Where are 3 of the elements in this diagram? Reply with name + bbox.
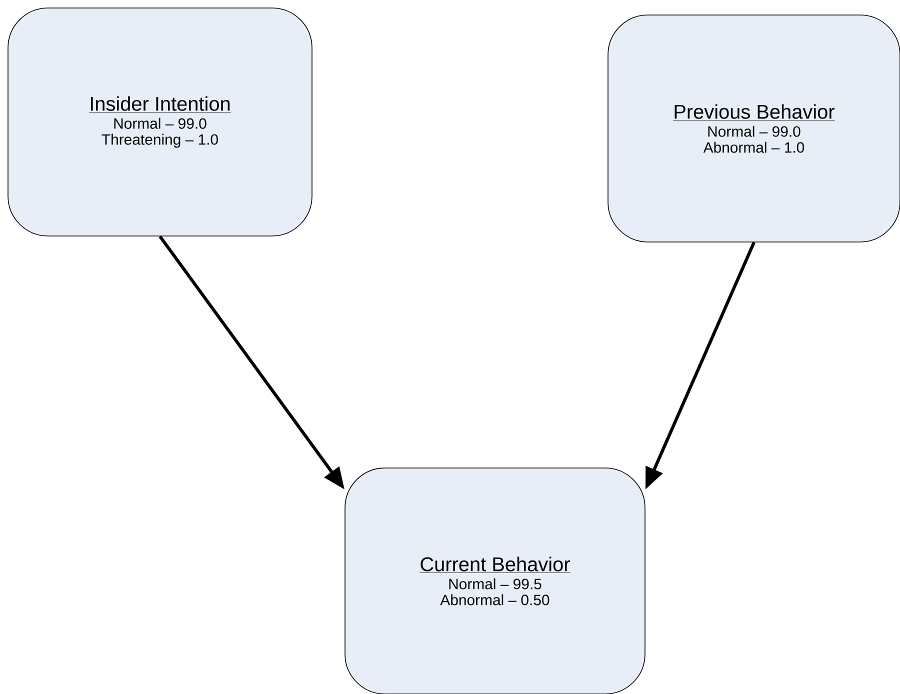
node-box: Current Behavior Normal – 99.5 Abnormal – 0.50 bbox=[344, 468, 646, 694]
node-box: Previous Behavior Normal – 99.0 Abnormal – 1.0 bbox=[608, 14, 900, 242]
node-box: Insider Intention Normal – 99.0 Threatening – 1.0 bbox=[8, 8, 312, 236]
